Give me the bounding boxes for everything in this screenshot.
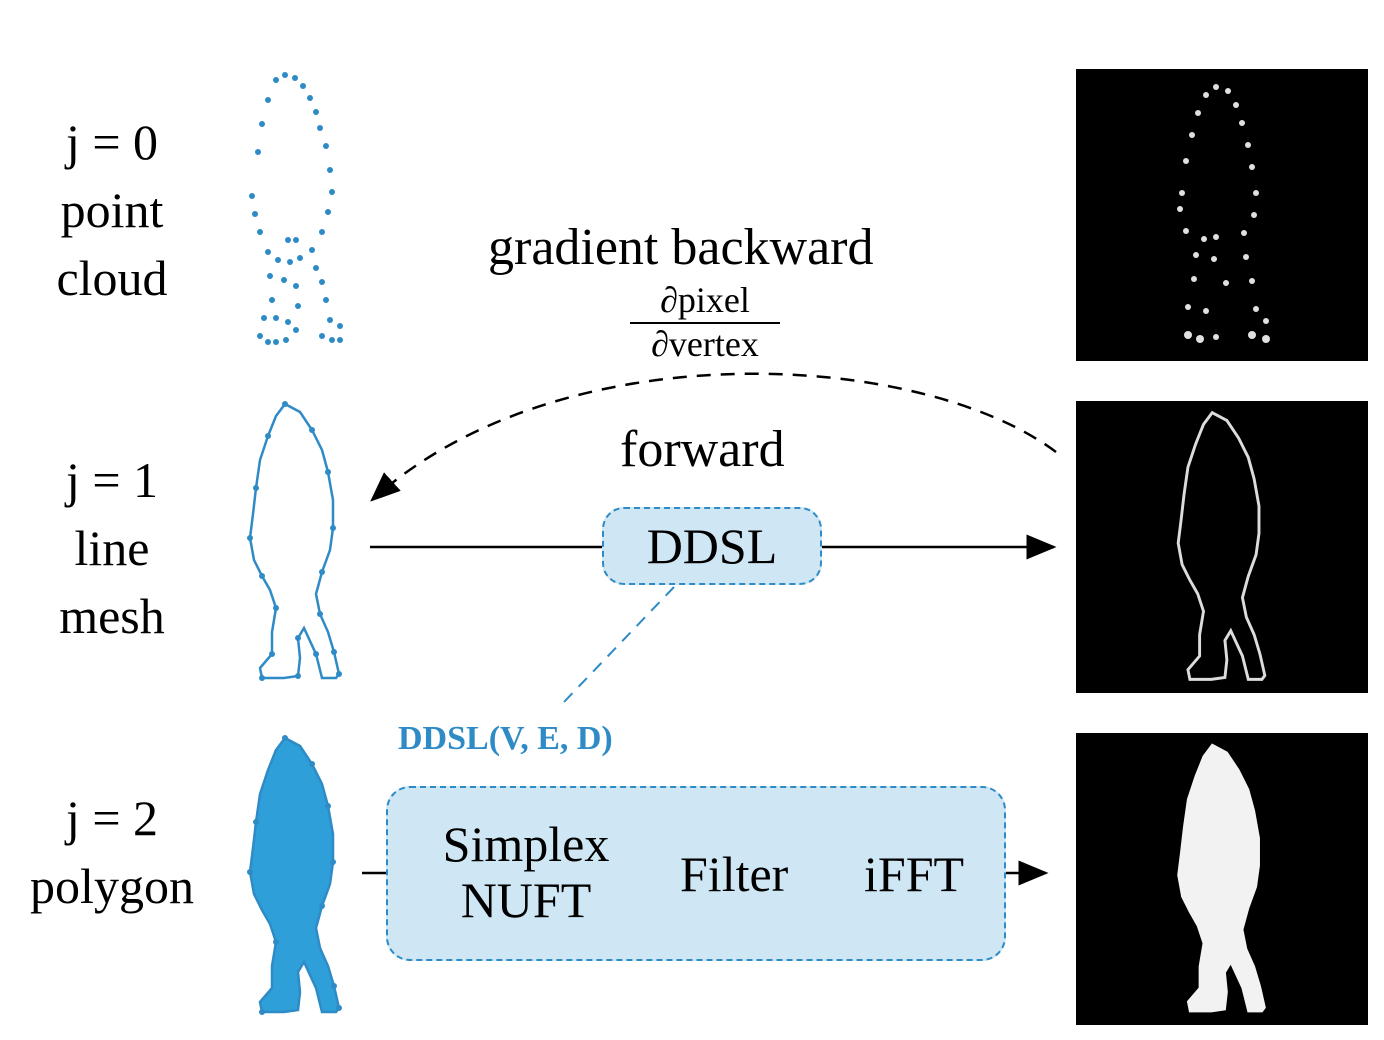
row-label-point-cloud: j = 0 point cloud	[0, 108, 224, 312]
polygon-silhouette	[247, 735, 342, 1015]
forward-label: forward	[620, 421, 785, 478]
ddsl-signature: DDSL(V, E, D)	[398, 720, 613, 757]
row-label-polygon-text: polygon	[30, 858, 194, 914]
pipeline-box	[386, 786, 1006, 961]
rendered-points-icon	[1177, 84, 1270, 343]
ddsl-box: DDSL	[602, 507, 822, 585]
fraction-numerator: ∂pixel	[630, 280, 780, 324]
row-label-point: point	[60, 182, 164, 238]
row-label-polygon: j = 2 polygon	[0, 784, 224, 920]
row-label-mesh: mesh	[59, 588, 165, 644]
rendered-image-polygon	[1076, 733, 1368, 1025]
pipeline-step-nuft: Simplex NUFT	[426, 816, 626, 928]
rendered-image-line-mesh	[1076, 401, 1368, 693]
pipeline-step-ifft: iFFT	[864, 846, 965, 902]
line-mesh-silhouette	[247, 401, 342, 681]
row-label-cloud: cloud	[56, 250, 168, 306]
pipeline-step-simplex: Simplex	[442, 816, 610, 872]
row-label-j0: j = 0	[65, 114, 159, 170]
row-label-line: line	[74, 520, 150, 576]
ddsl-expansion-line	[563, 586, 675, 703]
row-label-line-mesh: j = 1 line mesh	[0, 446, 224, 650]
gradient-backward-label: gradient backward	[488, 219, 874, 276]
ddsl-box-label: DDSL	[646, 518, 778, 574]
row-label-j1: j = 1	[65, 452, 159, 508]
fraction-denominator: ∂vertex	[651, 324, 759, 364]
gradient-fraction: ∂pixel ∂vertex	[620, 280, 790, 364]
rendered-image-point-cloud	[1076, 69, 1368, 361]
gradient-backward-arrow	[370, 372, 1057, 502]
row-label-j2: j = 2	[65, 790, 159, 846]
pipeline-step-filter: Filter	[680, 846, 789, 902]
pipeline-step-nuft-text: NUFT	[460, 872, 592, 928]
